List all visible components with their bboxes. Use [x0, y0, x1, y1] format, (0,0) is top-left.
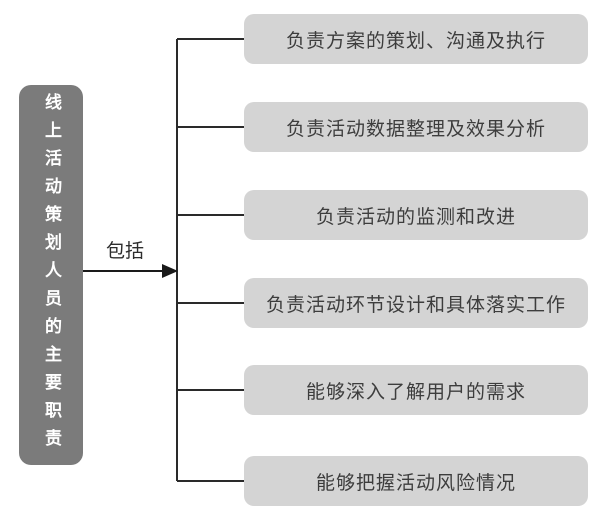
branch-node-2: 负责活动数据整理及效果分析: [244, 102, 588, 152]
root-node-label: 线上活动策划人员的主要职责: [42, 93, 61, 457]
branch-node-6: 能够把握活动风险情况: [244, 456, 588, 506]
relation-arrow-label: 包括: [105, 241, 144, 262]
root-node: 线上活动策划人员的主要职责: [19, 85, 83, 465]
branch-node-1: 负责方案的策划、沟通及执行: [244, 14, 588, 64]
branch-node-3: 负责活动的监测和改进: [244, 190, 588, 240]
branch-node-4: 负责活动环节设计和具体落实工作: [244, 278, 588, 328]
branch-node-5: 能够深入了解用户的需求: [244, 365, 588, 415]
relation-arrow-head-icon: [162, 264, 178, 278]
